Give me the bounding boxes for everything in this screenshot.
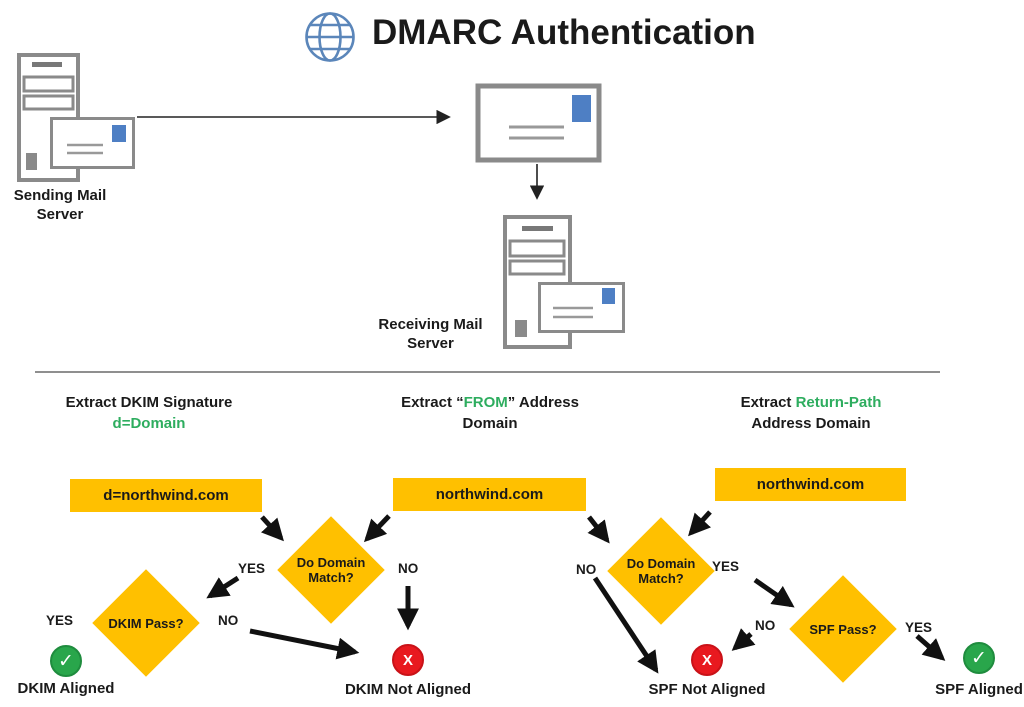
returnpath-header-prefix: Extract xyxy=(740,394,796,411)
arrow-dkimbox-to-ddm-left xyxy=(260,515,284,542)
dkim-domain-box: d=northwind.com xyxy=(70,479,262,512)
spf-not-aligned-x-icon: X xyxy=(691,644,723,676)
do-domain-match-right-label: Do Domain Match? xyxy=(623,533,699,609)
dkim-pass-diamond: DKIM Pass? xyxy=(92,569,200,677)
x-glyph: X xyxy=(402,651,413,669)
diamond-text-line1: Do Domain xyxy=(626,556,696,571)
email-envelope-icon xyxy=(475,83,602,163)
do-domain-match-diamond-right: Do Domain Match? xyxy=(607,517,715,625)
arrow-ddm-right-yes-to-spf-pass xyxy=(753,577,795,608)
from-header-suffix: ” Address xyxy=(507,394,579,411)
sending-mail-server-icon xyxy=(17,53,135,182)
dkim-aligned-check-icon: ✓ xyxy=(50,645,82,677)
spf-aligned-label: SPF Aligned xyxy=(935,681,1023,698)
from-domain-box: northwind.com xyxy=(393,478,586,511)
section-divider xyxy=(35,371,940,373)
diamond-text-line1: DKIM Pass? xyxy=(108,615,184,631)
arrow-spf-pass-yes-to-green-check xyxy=(915,634,946,661)
no-label-dkim-pass: NO xyxy=(218,613,239,628)
arrow-returnpathbox-to-ddm-right xyxy=(688,510,712,537)
yes-label-ddm-right: YES xyxy=(712,559,740,574)
page-title: DMARC Authentication xyxy=(372,13,756,52)
spf-aligned-check-icon: ✓ xyxy=(963,642,995,674)
arrow-frombox-to-ddm-right xyxy=(587,515,610,544)
no-label-ddm-left: NO xyxy=(398,561,419,576)
dkim-column-header: Extract DKIM Signature d=Domain xyxy=(38,392,260,434)
globe-icon xyxy=(305,12,355,62)
arrow-ddm-left-yes-to-dkim-pass xyxy=(206,575,240,599)
spf-pass-label: SPF Pass? xyxy=(805,591,881,667)
diamond-text-line2: Match? xyxy=(308,570,354,585)
dkim-header-domain: d=Domain xyxy=(112,415,186,432)
spf-not-aligned-label: SPF Not Aligned xyxy=(648,681,766,698)
dkim-aligned-label: DKIM Aligned xyxy=(17,680,115,697)
from-column-header: Extract “FROM” Address Domain xyxy=(375,392,605,434)
dkim-not-aligned-label: DKIM Not Aligned xyxy=(344,681,472,698)
arrow-spf-pass-no-to-red-x xyxy=(731,628,756,651)
returnpath-column-header: Extract Return-Path Address Domain xyxy=(700,392,922,434)
dkim-header-text: Extract DKIM Signature xyxy=(65,394,233,411)
do-domain-match-left-label: Do Domain Match? xyxy=(293,532,369,608)
arrow-frombox-to-ddm-left xyxy=(363,514,391,543)
dkim-pass-label: DKIM Pass? xyxy=(108,585,184,661)
do-domain-match-diamond-left: Do Domain Match? xyxy=(277,516,385,624)
yes-label-dkim-pass: YES xyxy=(46,613,74,628)
from-header-keyword: FROM xyxy=(463,394,508,411)
no-label-spf-pass: NO xyxy=(755,618,776,633)
diamond-text-line2: Match? xyxy=(638,571,684,586)
spf-pass-diamond: SPF Pass? xyxy=(789,575,897,683)
x-glyph: X xyxy=(701,651,712,669)
check-glyph: ✓ xyxy=(58,650,74,672)
check-glyph: ✓ xyxy=(971,647,987,669)
returnpath-header-keyword: Return-Path xyxy=(795,394,882,411)
returnpath-header-sub: Address Domain xyxy=(751,415,871,432)
diamond-text-line1: Do Domain xyxy=(296,555,366,570)
receiving-server-label: Receiving Mail Server xyxy=(378,316,483,352)
no-label-ddm-right: NO xyxy=(576,562,597,577)
sending-server-label: Sending Mail Server xyxy=(13,187,107,223)
yes-label-spf-pass: YES xyxy=(905,620,933,635)
returnpath-domain-box: northwind.com xyxy=(715,468,906,501)
receiving-mail-server-icon xyxy=(503,215,625,349)
diamond-text-line1: SPF Pass? xyxy=(809,621,877,637)
yes-label-ddm-left: YES xyxy=(238,561,266,576)
from-header-prefix: Extract “ xyxy=(401,394,464,411)
dkim-not-aligned-x-icon: X xyxy=(392,644,424,676)
from-header-sub: Domain xyxy=(462,415,518,432)
arrow-dkim-pass-no-to-red-x xyxy=(249,628,360,660)
